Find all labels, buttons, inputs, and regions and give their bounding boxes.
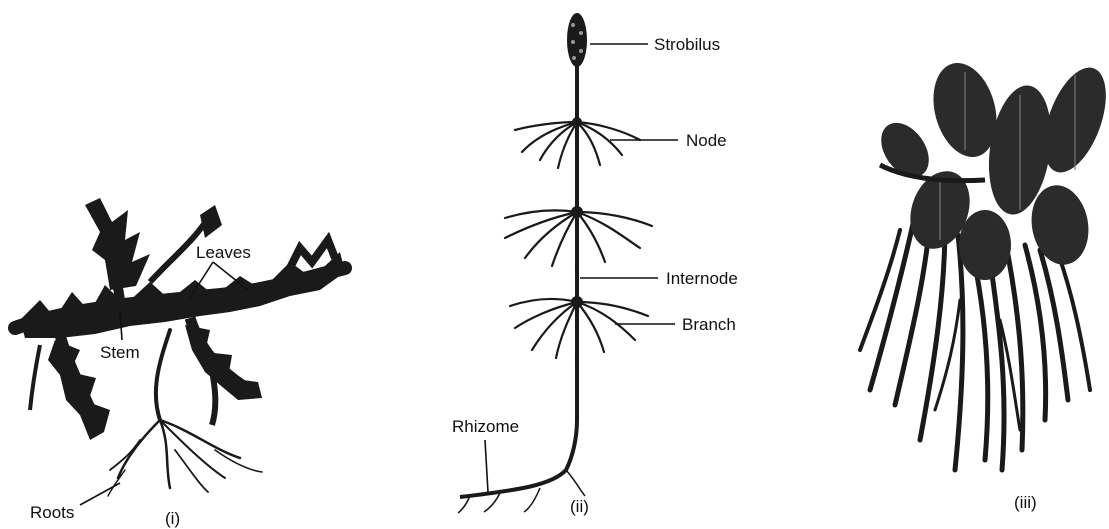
label-roots: Roots xyxy=(30,503,74,522)
label-branch: Branch xyxy=(682,315,736,334)
label-internode: Internode xyxy=(666,269,738,288)
label-leaves: Leaves xyxy=(196,243,251,262)
caption-ii: (ii) xyxy=(570,497,589,516)
panel-ii-plant xyxy=(458,13,652,513)
caption-iii: (iii) xyxy=(1014,493,1037,512)
panel-i-plant xyxy=(15,198,345,496)
caption-i: (i) xyxy=(165,509,180,528)
panel-iii-plant xyxy=(860,56,1109,470)
label-strobilus: Strobilus xyxy=(654,35,720,54)
label-rhizome: Rhizome xyxy=(452,417,519,436)
label-node: Node xyxy=(686,131,727,150)
label-stem: Stem xyxy=(100,343,140,362)
